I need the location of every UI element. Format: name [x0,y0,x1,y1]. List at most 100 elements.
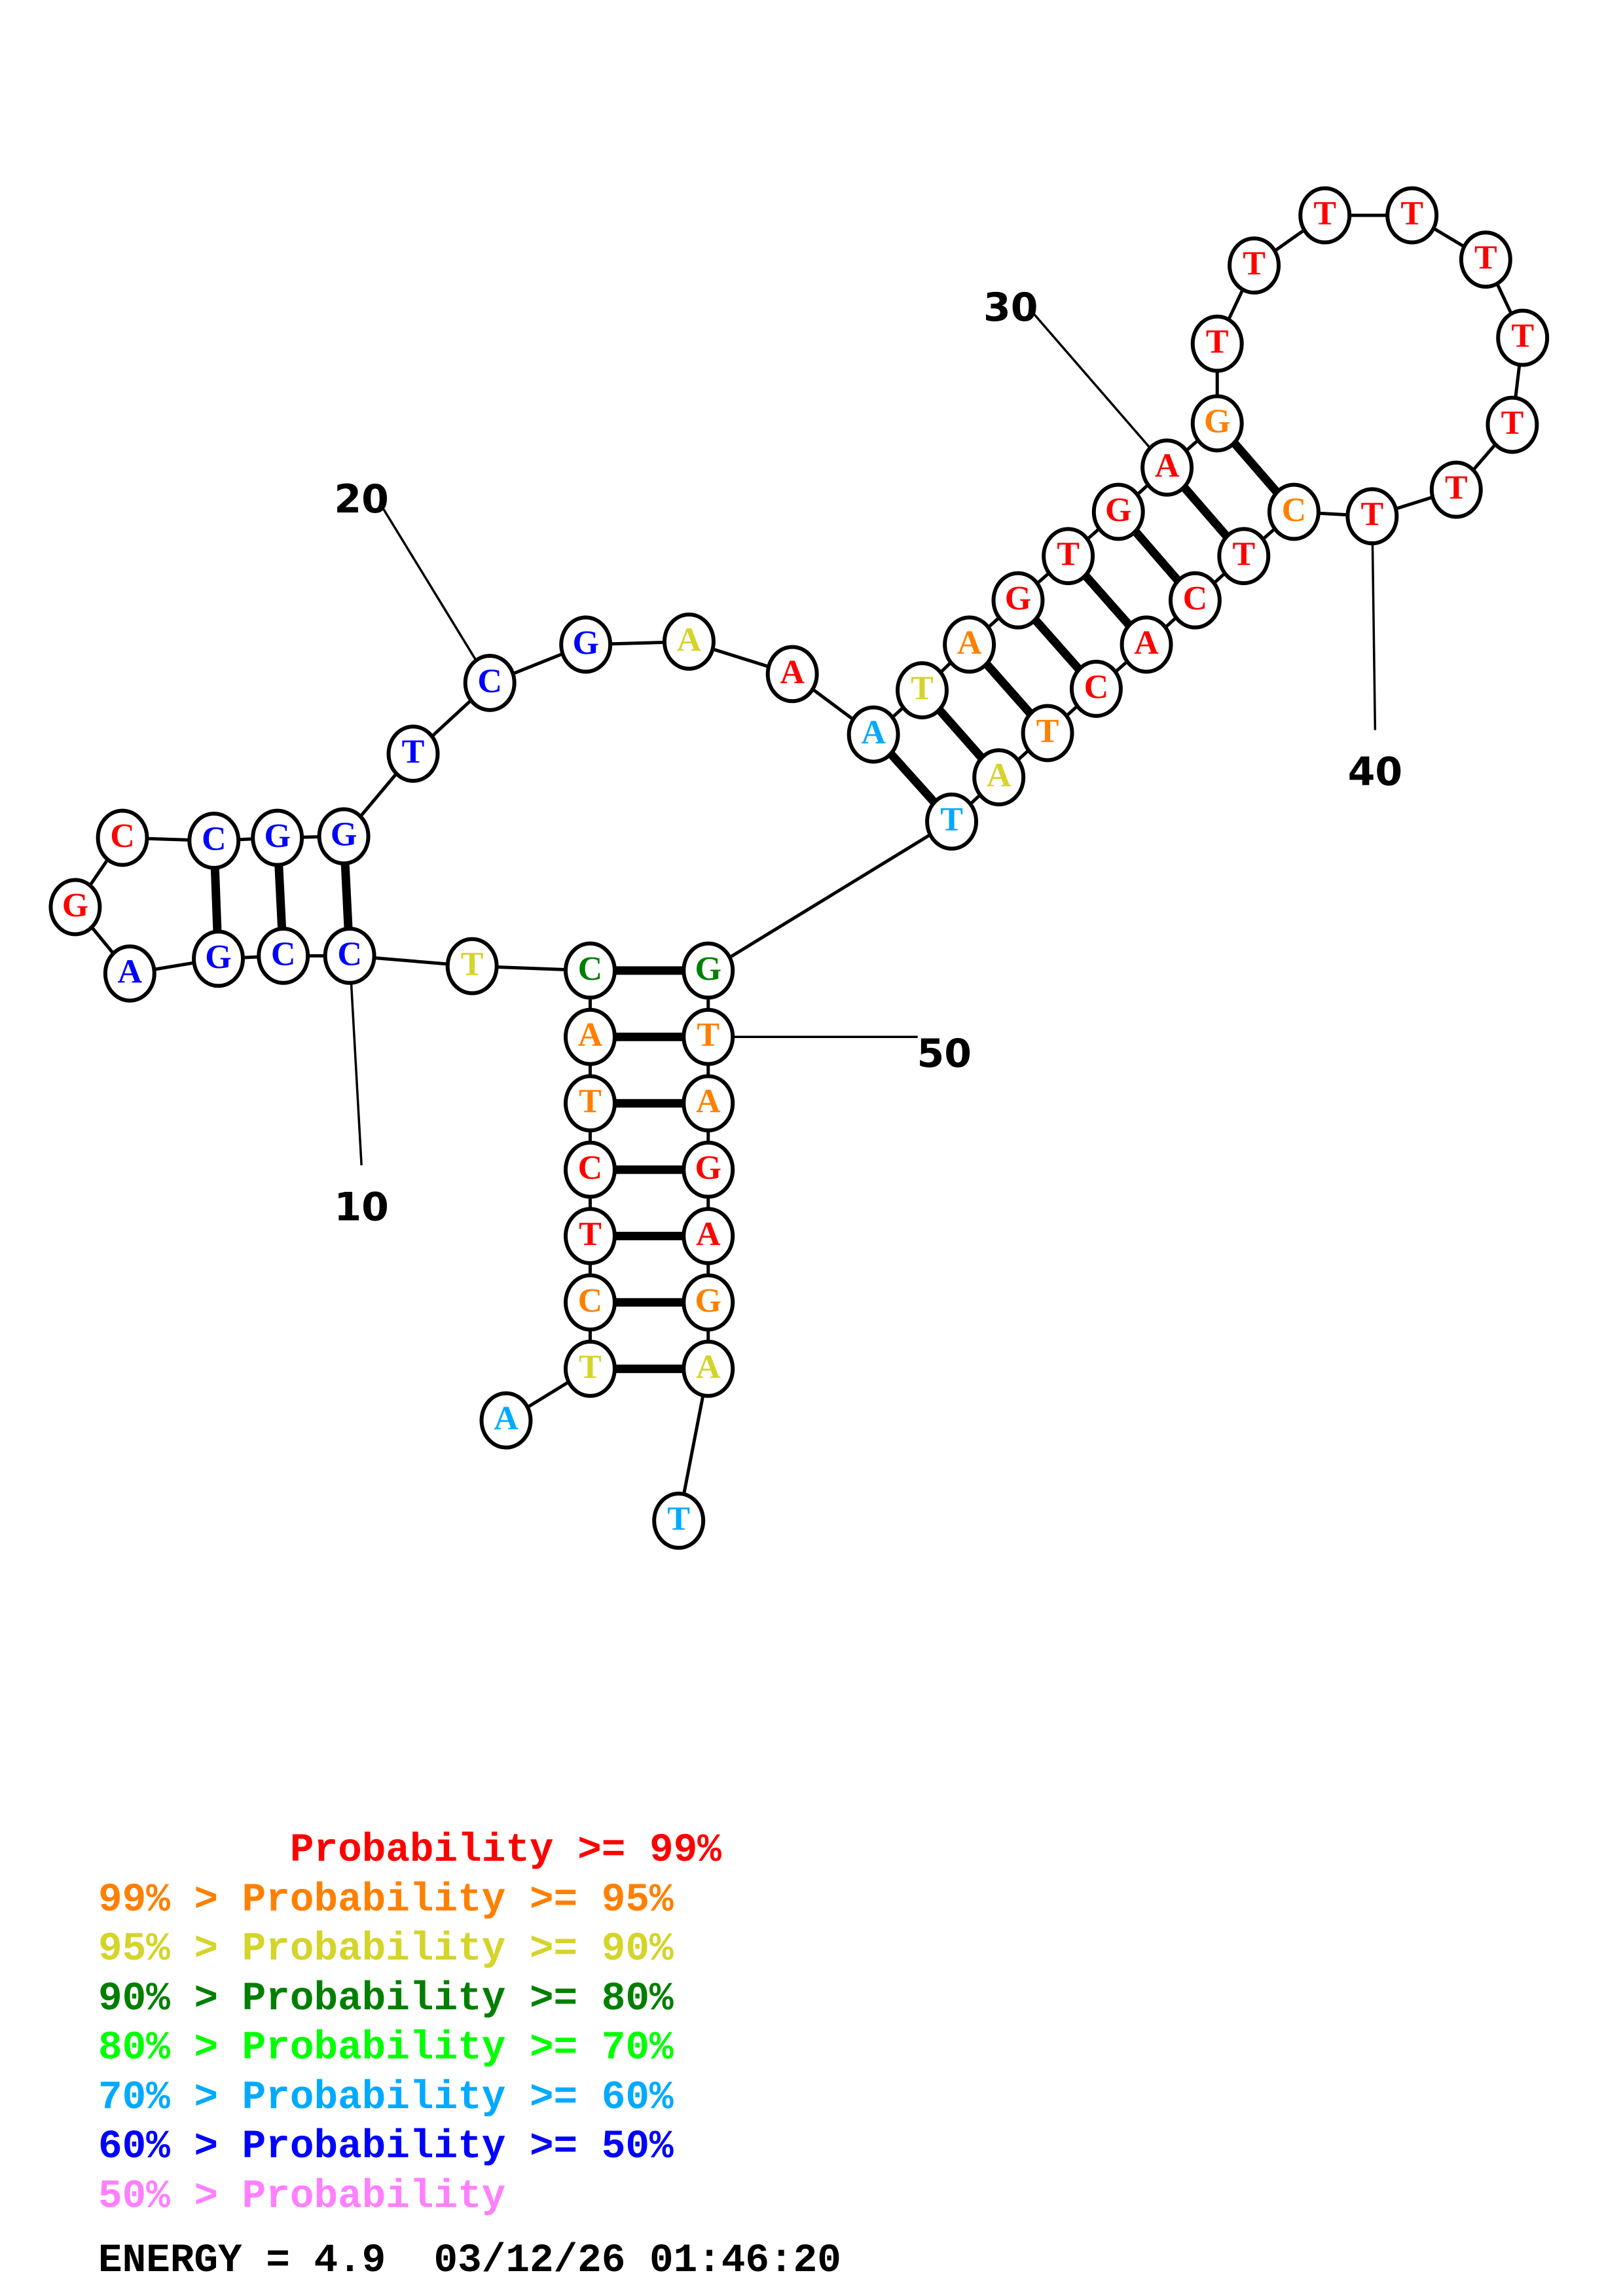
nucleotide-circle [48,878,102,937]
nucleotide-letter: A [861,714,886,751]
base-pair-bond [1082,572,1133,628]
nucleotide-28: T [1042,527,1095,586]
nucleotide-26: A [943,615,996,674]
energy-label: ENERGY [98,2238,242,2284]
nucleotide-letter: T [1400,195,1423,232]
nucleotide-circle [1091,482,1145,541]
legend-row: 50% > Probability [98,2172,721,2222]
nucleotide-39: T [1429,460,1483,519]
legend-ge: >= [529,1927,578,1972]
base-pair-bond [983,661,1034,717]
legend-pct: 50% [601,2125,674,2170]
nucleotide-22: A [662,612,716,671]
nucleotide-circle [563,1007,617,1066]
nucleotide-38: T [1486,395,1539,454]
nucleotide-54: G [682,1273,735,1332]
nucleotide-1: A [479,1391,533,1450]
legend-ge: >= [529,2075,578,2121]
nucleotide-circle [1228,236,1281,295]
nucleotide-circle [896,661,949,720]
legend-prefix: 50% [98,2174,170,2219]
nucleotide-letter: G [695,1282,721,1319]
legend-gt: > [194,2125,219,2170]
nucleotide-letter: T [1036,713,1059,750]
nucleotide-14: G [48,878,102,937]
nucleotide-letter: T [1057,536,1080,573]
nucleotide-20: C [463,654,517,712]
nucleotide-25: T [896,661,949,720]
energy-value: 4.9 [314,2238,386,2284]
nucleotide-31: G [1190,394,1244,453]
nucleotide-letter: G [205,939,231,976]
position-label-50: 50 [917,1031,972,1077]
nucleotide-letter: T [402,734,425,771]
nucleotide-circle [682,1339,735,1398]
legend-label: Probability [242,2174,506,2219]
nucleotide-circle [96,808,149,867]
nucleotide-33: T [1228,236,1281,295]
nucleotide-letter: T [1206,323,1229,361]
nucleotide-letter: C [1084,668,1109,706]
nucleotide-circle [1496,308,1550,367]
legend-ge: >= [529,1976,578,2022]
nucleotide-circle [323,926,376,985]
legend-gt: > [194,1976,219,2022]
nucleotide-circle [1120,615,1173,674]
nucleotide-letter: A [696,1083,721,1121]
nucleotide-letter: C [337,935,362,973]
nucleotide-55: A [682,1339,735,1398]
nucleotide-letter: A [494,1400,519,1437]
position-label-line [1032,312,1168,469]
nucleotide-circle [682,1273,735,1332]
nucleotide-10: C [323,926,376,985]
nucleotide-24: A [847,705,900,764]
nucleotide-circle [1486,395,1539,454]
legend-row: 80% > Probability >= 70% [98,2024,721,2073]
nucleotide-circle [563,1074,617,1133]
legend-row: 90% > Probability >= 80% [98,1975,721,2024]
nucleotide-circle [1042,527,1095,586]
nucleotide-letter: A [780,654,805,691]
nucleotide-letter: C [477,662,502,700]
nucleotide-circle [445,937,499,996]
nucleotide-44: A [1120,615,1173,674]
legend-label: Probability [242,1877,506,1923]
nucleotide-letter: G [695,1149,721,1187]
nucleotide-50: T [682,1007,735,1066]
nucleotide-letter: T [1511,317,1534,355]
legend-gt: > [194,1927,219,1972]
nucleotide-letter: A [1155,447,1180,484]
position-label-20: 20 [334,476,389,522]
nucleotide-circle [1217,527,1271,586]
nucleotide-letter: A [696,1215,721,1253]
nucleotide-letter: G [1105,492,1131,529]
nucleotide-letter: T [1313,195,1336,232]
nucleotide-27: G [991,571,1045,630]
legend-label: Probability [289,1828,554,1873]
legend-label: Probability [242,2125,506,2170]
legend-row: Probability >= 99% [98,1826,721,1876]
nucleotide-letter: C [110,817,135,855]
nucleotide-51: A [682,1074,735,1133]
nucleotide-8: C [563,941,617,1000]
nucleotide-letter: G [695,950,721,988]
nucleotide-circle [563,941,617,1000]
legend-pct: 95% [601,1877,674,1923]
nucleotide-letter: G [1005,580,1031,617]
nucleotide-32: T [1190,314,1244,373]
nucleotide-letter: C [578,1282,603,1319]
position-label-line [1371,516,1377,730]
nucleotide-7: A [563,1007,617,1066]
legend-row: 95% > Probability >= 90% [98,1925,721,1975]
nucleotide-41: C [1267,482,1321,541]
legend-prefix [98,1828,194,1873]
nucleotide-23: A [765,645,819,704]
base-pair-bond [887,751,938,806]
nucleotide-circle [1069,660,1123,718]
legend-gt: > [194,2026,219,2071]
nucleotide-5: C [563,1140,617,1199]
legend-row: 60% > Probability >= 50% [98,2123,721,2172]
legend-label: Probability [242,1976,506,2022]
nucleotide-circle [1298,186,1352,245]
